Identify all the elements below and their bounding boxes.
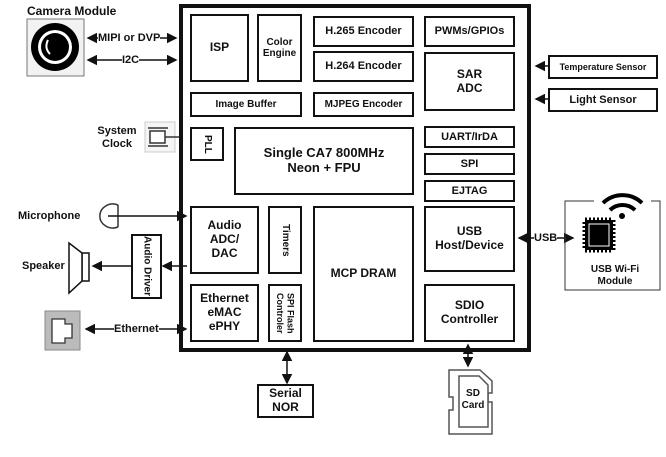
pwm-gpio-block[interactable]: PWMs/GPIOs bbox=[424, 16, 515, 47]
cpu-block[interactable]: Single CA7 800MHz Neon + FPU bbox=[234, 127, 414, 195]
ethernet-jack-icon bbox=[44, 310, 81, 351]
cpu-label: Single CA7 800MHz bbox=[263, 145, 385, 161]
spi-flash-controller-block[interactable]: SPI Flash Controler bbox=[268, 284, 302, 342]
speaker-icon bbox=[68, 241, 90, 295]
spi-block[interactable]: SPI bbox=[424, 153, 515, 175]
image-buffer-block[interactable]: Image Buffer bbox=[190, 92, 302, 117]
speaker-label: Speaker bbox=[22, 260, 65, 272]
light-sensor-block[interactable]: Light Sensor bbox=[548, 88, 658, 112]
serial-nor-block[interactable]: Serial NOR bbox=[257, 384, 314, 418]
soc-boundary bbox=[179, 4, 531, 352]
isp-block[interactable]: ISP bbox=[190, 14, 249, 82]
sar-adc-block[interactable]: SAR ADC bbox=[424, 52, 515, 111]
ejtag-block[interactable]: EJTAG bbox=[424, 180, 515, 202]
usb-link-label: USB bbox=[534, 232, 558, 244]
cpu-sublabel: Neon + FPU bbox=[287, 160, 361, 175]
sdio-controller-block[interactable]: SDIO Controller bbox=[424, 284, 515, 342]
color-engine-block[interactable]: Color Engine bbox=[257, 14, 302, 82]
h264-encoder-block[interactable]: H.264 Encoder bbox=[313, 51, 414, 82]
h265-encoder-block[interactable]: H.265 Encoder bbox=[313, 16, 414, 47]
chip-icon bbox=[582, 217, 616, 253]
camera-icon bbox=[26, 18, 85, 77]
usb-host-device-block[interactable]: USB Host/Device bbox=[424, 206, 515, 272]
usb-wifi-module-label: USB Wi-Fi Module bbox=[580, 264, 650, 287]
ethernet-link-label: Ethernet bbox=[114, 323, 159, 335]
wifi-icon bbox=[601, 193, 644, 219]
microphone-label: Microphone bbox=[18, 210, 81, 222]
camera-module-label: Camera Module bbox=[27, 4, 117, 18]
sd-card-icon bbox=[448, 369, 493, 435]
timers-block[interactable]: Timers bbox=[268, 206, 302, 274]
uart-irda-block[interactable]: UART/IrDA bbox=[424, 126, 515, 148]
ethernet-emac-block[interactable]: Ethernet eMAC ePHY bbox=[190, 284, 259, 342]
i2c-label: I2C bbox=[122, 54, 140, 66]
audio-adc-dac-block[interactable]: Audio ADC/ DAC bbox=[190, 206, 259, 274]
pll-block[interactable]: PLL bbox=[190, 127, 224, 161]
mjpeg-encoder-block[interactable]: MJPEG Encoder bbox=[313, 92, 414, 117]
system-clock-label: System Clock bbox=[96, 125, 138, 151]
temperature-sensor-block[interactable]: Temperature Sensor bbox=[548, 55, 658, 79]
sd-card-label: SD Card bbox=[461, 388, 485, 411]
mcp-dram-block[interactable]: MCP DRAM bbox=[313, 206, 414, 342]
mipi-dvp-label: MIPI or DVP bbox=[98, 32, 161, 44]
crystal-clock-icon bbox=[144, 121, 179, 153]
audio-driver-block[interactable]: Audio Driver bbox=[131, 234, 162, 299]
